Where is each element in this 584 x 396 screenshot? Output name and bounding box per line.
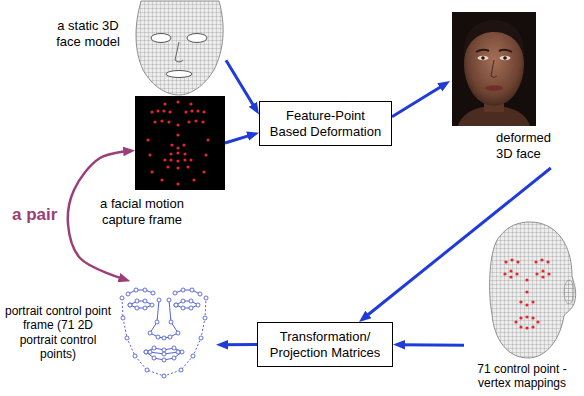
flow-arrow <box>364 168 551 318</box>
box-label: Feature-Point Based Deformation <box>268 108 383 139</box>
edge-label: a pair <box>10 205 59 225</box>
image-node: a static 3D face model <box>44 2 226 96</box>
node-caption: 71 control point - vertex mappings <box>464 362 580 391</box>
portrait-control-points <box>122 290 206 376</box>
box-label: Transformation/ Projection Matrices <box>266 329 384 360</box>
node-caption: deformed 3D face <box>496 130 560 161</box>
flow-arrow <box>222 343 257 346</box>
node-caption: portrait control point frame (71 2D port… <box>3 304 113 362</box>
wireframe-face-model <box>136 1 223 95</box>
image-node: a facial motion capture frame <box>135 96 225 190</box>
process-box: Feature-Point Based Deformation <box>259 101 392 146</box>
image-node: 71 control point - vertex mappings <box>464 220 580 394</box>
node-caption: a static 3D face model <box>44 18 132 49</box>
deformed-face-render <box>452 12 536 126</box>
flow-arrow <box>225 134 253 143</box>
flow-arrow <box>392 84 445 117</box>
image-node: deformed 3D face <box>450 10 562 168</box>
process-box: Transformation/ Projection Matrices <box>257 322 393 367</box>
node-caption: a facial motion capture frame <box>87 196 197 227</box>
flow-arrow <box>399 343 464 347</box>
image-node: portrait control point frame (71 2D port… <box>116 282 216 380</box>
head-control-point-model <box>490 222 576 358</box>
flow-arrow <box>226 60 256 109</box>
motion-capture-frame <box>135 96 225 190</box>
